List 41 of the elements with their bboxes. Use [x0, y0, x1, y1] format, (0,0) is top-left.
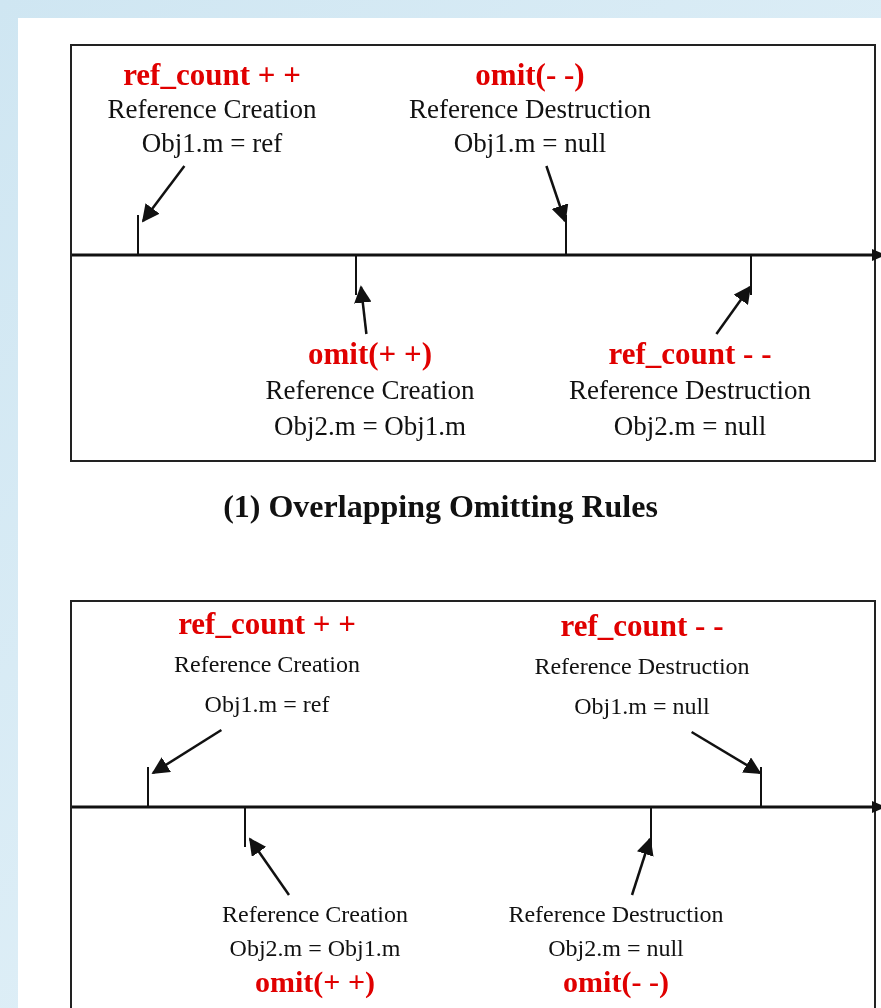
leader-arrow: [248, 837, 291, 896]
assignment-text: Obj1.m = null: [573, 692, 711, 721]
event-label: ref_count + +: [177, 605, 357, 643]
event-description: Reference Destruction: [408, 93, 652, 126]
tick-mark: [650, 807, 652, 847]
leader-arrow: [151, 728, 223, 775]
event-description: Reference Destruction: [508, 900, 724, 929]
tick-mark: [565, 215, 567, 255]
assignment-text: Obj2.m = null: [547, 934, 685, 963]
event-label: ref_count - -: [607, 336, 773, 372]
event-label: omit(- -): [562, 965, 670, 999]
event-description: Reference Creation: [107, 93, 317, 126]
figure-caption: (1) Overlapping Omitting Rules: [223, 488, 658, 524]
assignment-text: Obj1.m = ref: [140, 127, 284, 160]
leader-arrow: [630, 837, 654, 896]
assignment-text: Obj1.m = null: [452, 127, 608, 160]
event-description: Reference Creation: [174, 650, 360, 679]
assignment-text: Obj2.m = null: [612, 410, 768, 443]
assignment-text: Obj2.m = Obj1.m: [228, 934, 402, 963]
event-description: Reference Destruction: [534, 652, 750, 681]
leader-arrow: [690, 730, 762, 775]
tick-mark: [760, 767, 762, 807]
event-description: Reference Creation: [265, 374, 475, 407]
tick-mark: [750, 255, 752, 295]
leader-arrow: [141, 165, 186, 223]
tick-mark: [137, 215, 139, 255]
leader-arrow: [715, 285, 751, 335]
leader-arrow: [354, 285, 372, 335]
assignment-text: Obj2.m = Obj1.m: [272, 410, 468, 443]
event-label: omit(- -): [474, 58, 586, 92]
leader-arrow: [545, 165, 569, 223]
event-label: ref_count - -: [559, 607, 725, 645]
tick-mark: [244, 807, 246, 847]
assignment-text: Obj1.m = ref: [203, 690, 331, 719]
tick-mark: [355, 255, 357, 295]
tick-mark: [147, 767, 149, 807]
event-label: omit(+ +): [307, 336, 433, 372]
event-description: Reference Destruction: [568, 374, 812, 407]
event-label: omit(+ +): [254, 965, 376, 999]
event-description: Reference Creation: [222, 900, 408, 929]
event-label: ref_count + +: [122, 58, 302, 92]
